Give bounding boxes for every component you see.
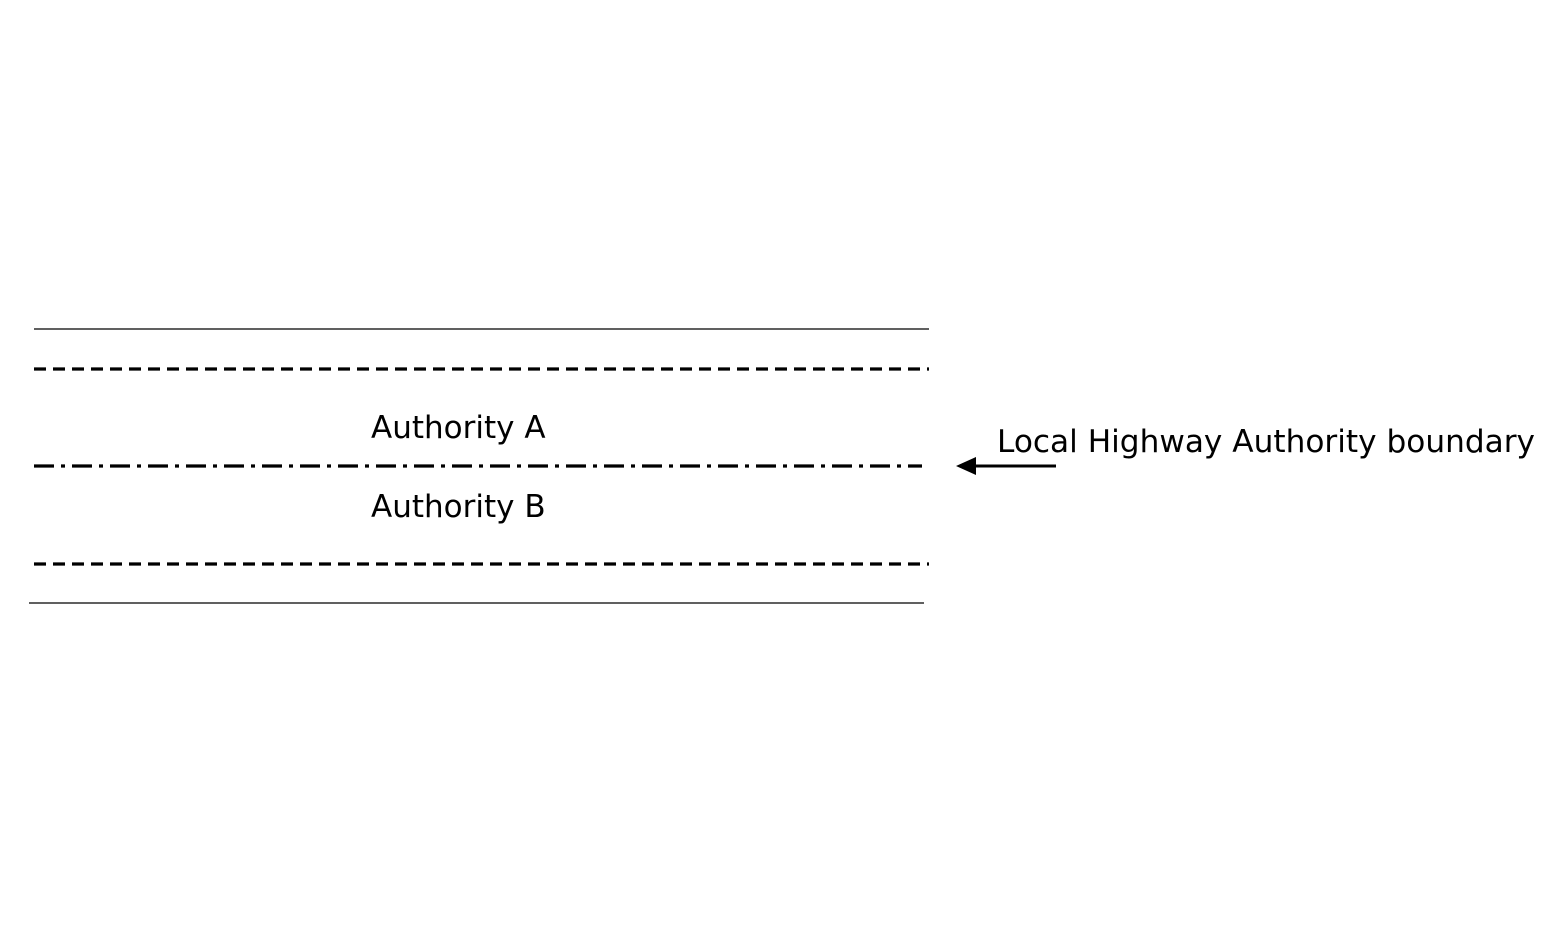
boundary-arrow-icon bbox=[956, 457, 1056, 475]
boundary-callout-label: Local Highway Authority boundary bbox=[997, 424, 1535, 460]
authority-b-label: Authority B bbox=[371, 489, 546, 525]
authority-a-label: Authority A bbox=[371, 410, 546, 446]
